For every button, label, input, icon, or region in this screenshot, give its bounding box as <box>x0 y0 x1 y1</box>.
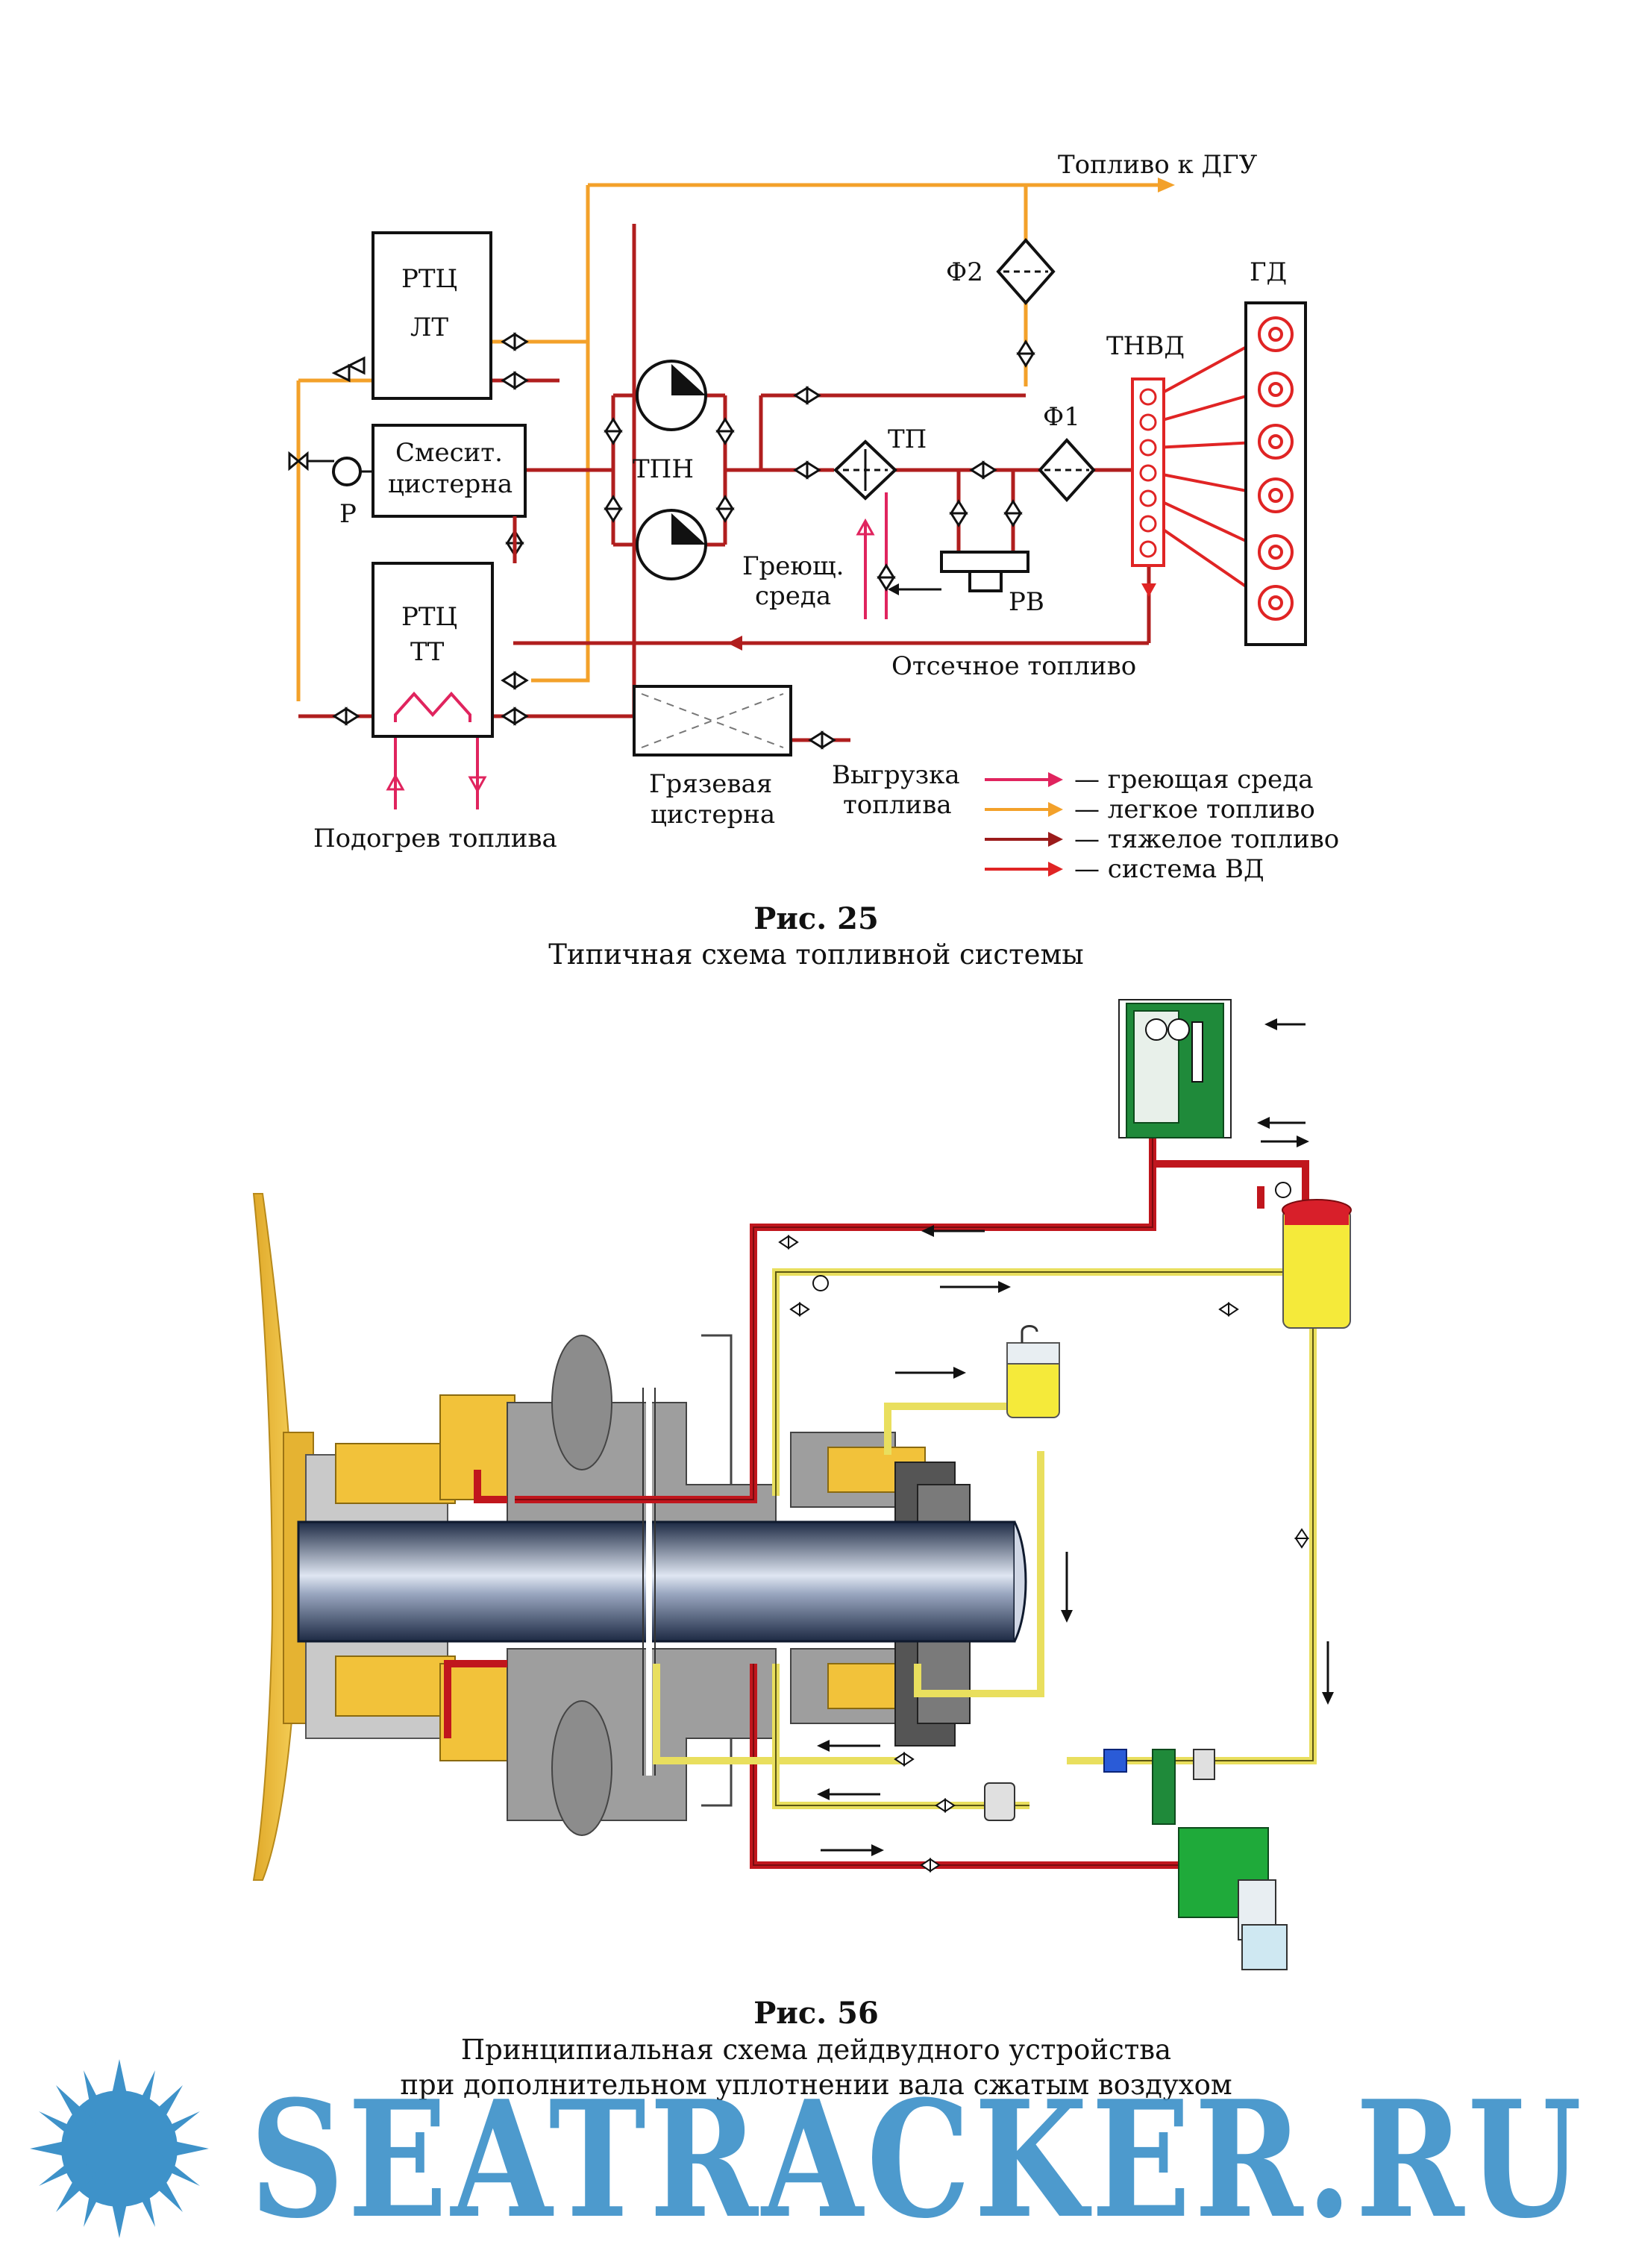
label-rtc-tt-1: РТЦ <box>401 602 457 632</box>
label-p: Р <box>339 499 357 529</box>
label-mix-2: цистерна <box>388 469 513 499</box>
label-gd: ГД <box>1250 257 1287 287</box>
label-heat-1: Греющ. <box>742 551 844 581</box>
label-preheat: Подогрев топлива <box>313 824 557 853</box>
rtc-tt-tank <box>372 562 494 738</box>
drain-panel <box>1178 1827 1288 1970</box>
engine-cylinders <box>1258 316 1294 621</box>
sun-icon <box>30 2059 209 2238</box>
legend-item: — тяжелое топливо <box>985 824 1339 854</box>
mixing-tank <box>372 424 527 518</box>
label-f1: Ф1 <box>1043 402 1080 432</box>
label-dirty-1: Грязевая <box>649 769 772 799</box>
heater-tp <box>833 439 897 501</box>
label-rtc-tt-2: ТТ <box>410 637 445 667</box>
filter-f1 <box>1038 438 1096 502</box>
label-f2: Ф2 <box>946 257 983 287</box>
fuel-system-diagram: Топливо к ДГУ Ф2 ГД РТЦ ЛТ ТНВД Ф1 ТП См… <box>288 150 1339 971</box>
pump-lower <box>636 509 707 580</box>
svg-text:— система ВД: — система ВД <box>1074 854 1264 884</box>
oil-tank-small <box>1006 1325 1060 1418</box>
legend: — греющая среда — легкое топливо — тяжел… <box>985 765 1339 884</box>
label-unload-2: топлива <box>843 790 952 820</box>
svg-text:— легкое топливо: — легкое топливо <box>1074 795 1315 824</box>
label-rtc-lt-1: РТЦ <box>401 264 457 294</box>
label-dirty-2: цистерна <box>651 800 775 830</box>
label-rtc-lt-2: ЛТ <box>410 313 448 342</box>
valves <box>288 332 1035 750</box>
legend-item: — греющая среда <box>985 765 1313 795</box>
label-heat-2: среда <box>755 581 831 611</box>
label-mix-1: Смесит. <box>395 438 503 468</box>
label-fuel-to-dgu: Топливо к ДГУ <box>1058 150 1258 180</box>
label-cutoff: Отсечное топливо <box>891 651 1136 681</box>
viscosity-regulator <box>888 551 1029 595</box>
watermark: SEATRACKER.RU <box>30 2059 1585 2254</box>
fig25-caption-title: Рис. 25 <box>753 901 879 936</box>
pump-upper <box>636 360 707 431</box>
filter-f2 <box>996 237 1056 306</box>
label-tp: ТП <box>888 425 927 454</box>
fig56-caption-subtitle-1: Принципиальная схема дейдвудного устройс… <box>461 2034 1171 2066</box>
label-tpn: ТПН <box>633 454 694 484</box>
stern-tube-diagram: Рис. 56 Принципиальная схема дейдвудного… <box>252 999 1352 2101</box>
label-unload-1: Выгрузка <box>832 760 960 790</box>
propeller-shaft <box>297 1520 1016 1643</box>
label-rv: РВ <box>1009 587 1044 617</box>
dirty-tank <box>633 685 792 756</box>
svg-text:— тяжелое топливо: — тяжелое топливо <box>1074 824 1339 854</box>
header-tank <box>1275 1182 1352 1329</box>
legend-item: — система ВД <box>985 854 1264 884</box>
fig56-caption-title: Рис. 56 <box>753 1996 879 2031</box>
fig25-caption-subtitle: Типичная схема топливной системы <box>548 939 1084 971</box>
heating-lines <box>394 492 888 809</box>
watermark-text: SEATRACKER.RU <box>250 2065 1585 2254</box>
fig56-caption-subtitle-2: при дополнительном уплотнении вала сжаты… <box>400 2069 1232 2101</box>
rtc-lt-tank <box>372 231 492 400</box>
arrows-air <box>817 1018 1334 1856</box>
legend-item: — легкое топливо <box>985 795 1315 824</box>
svg-text:— греющая среда: — греющая среда <box>1074 765 1313 795</box>
gauge-p <box>332 457 362 486</box>
label-tnvd: ТНВД <box>1106 331 1185 361</box>
air-control-panel <box>1118 999 1232 1138</box>
arrow-fuel-to-dgu <box>1158 178 1175 192</box>
